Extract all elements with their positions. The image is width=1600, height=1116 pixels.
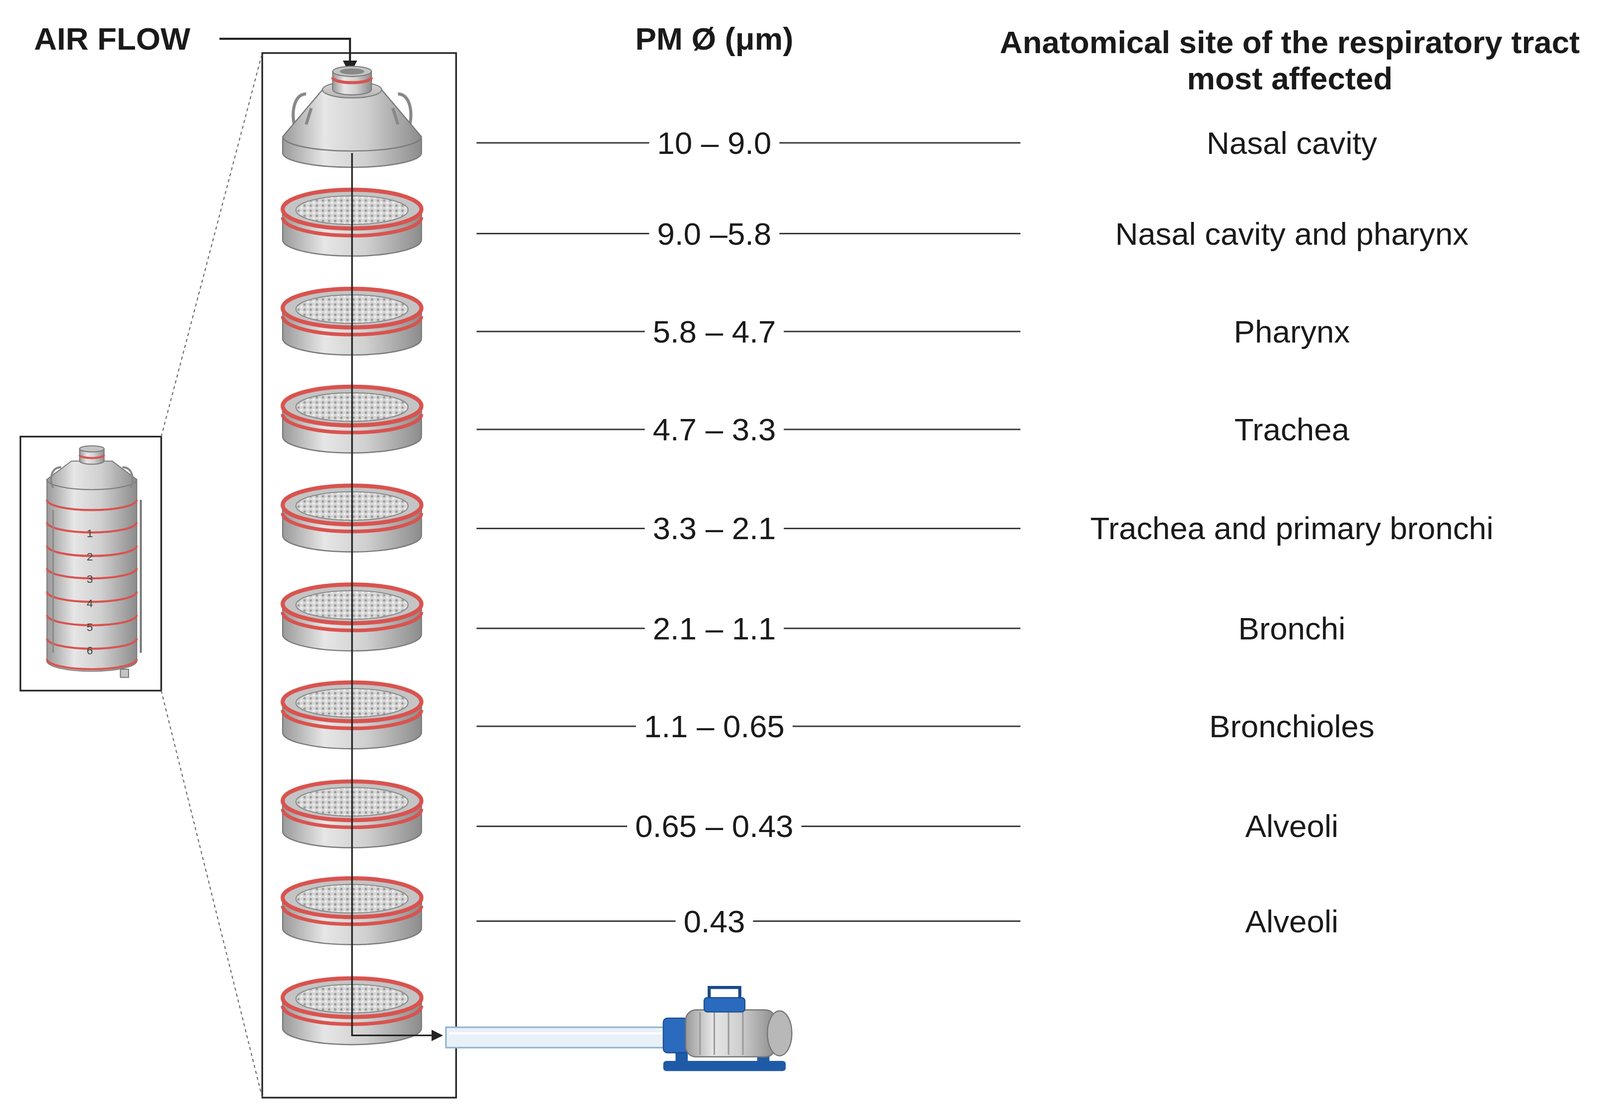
air-path-line	[352, 152, 442, 1036]
size-range: 2.1 – 1.1	[652, 610, 776, 647]
leader-line	[476, 232, 650, 235]
leader-line	[476, 142, 650, 144]
leader-line	[779, 142, 1020, 144]
leader-line	[783, 627, 1021, 630]
impactor-icon	[47, 445, 142, 678]
leader-line	[476, 330, 646, 333]
column-header: PM Ø (μm)	[635, 20, 794, 57]
stage-number: 5	[86, 621, 94, 635]
anatomical-site: Alveoli	[1245, 808, 1339, 845]
column-header: Anatomical site of the respiratory tract…	[985, 23, 1595, 97]
leader-line	[783, 429, 1021, 431]
leader-line	[476, 920, 676, 923]
leader-line	[752, 920, 1020, 923]
size-range: 9.0 –5.8	[656, 215, 772, 252]
impactor-inlet-cap	[282, 66, 422, 168]
zoom-line	[161, 690, 263, 1098]
anatomical-site: Trachea and primary bronchi	[1090, 510, 1494, 547]
stage-number: 1	[86, 527, 94, 541]
leader-line	[476, 825, 628, 828]
leader-line	[476, 527, 646, 530]
size-range: 10 – 9.0	[656, 124, 772, 161]
leader-line	[476, 726, 637, 728]
leader-line	[476, 627, 646, 630]
stage-number: 3	[86, 573, 94, 586]
size-range: 4.7 – 3.3	[652, 411, 776, 448]
leader-line	[801, 825, 1021, 828]
icon-frame	[20, 436, 162, 691]
stage-number: 2	[86, 550, 94, 564]
anatomical-site: Bronchioles	[1209, 708, 1375, 745]
anatomical-site: Nasal cavity and pharynx	[1115, 215, 1469, 252]
anatomical-site: Bronchi	[1237, 610, 1346, 647]
anatomical-site: Trachea	[1234, 411, 1350, 448]
leader-line	[783, 330, 1021, 333]
impactor-frame	[262, 53, 456, 1098]
leader-line	[779, 232, 1020, 235]
size-range: 0.65 – 0.43	[635, 808, 794, 845]
vacuum-tube	[445, 1027, 666, 1048]
size-range: 1.1 – 0.65	[644, 708, 785, 745]
anatomical-site: Pharynx	[1234, 313, 1351, 350]
leader-line	[792, 726, 1021, 728]
size-range: 0.43	[683, 903, 745, 940]
anatomical-site: Nasal cavity	[1206, 124, 1378, 161]
stage-number: 4	[86, 597, 94, 611]
stage-number: 6	[86, 644, 94, 658]
flow-label: AIR FLOW	[34, 20, 191, 57]
zoom-line	[161, 53, 263, 437]
vacuum-pump	[663, 987, 793, 1072]
air-flow-arrow	[219, 38, 351, 74]
anatomical-site: Alveoli	[1245, 903, 1339, 940]
leader-line	[783, 527, 1021, 530]
size-range: 3.3 – 2.1	[652, 510, 776, 547]
size-range: 5.8 – 4.7	[652, 313, 776, 350]
leader-line	[476, 429, 646, 431]
